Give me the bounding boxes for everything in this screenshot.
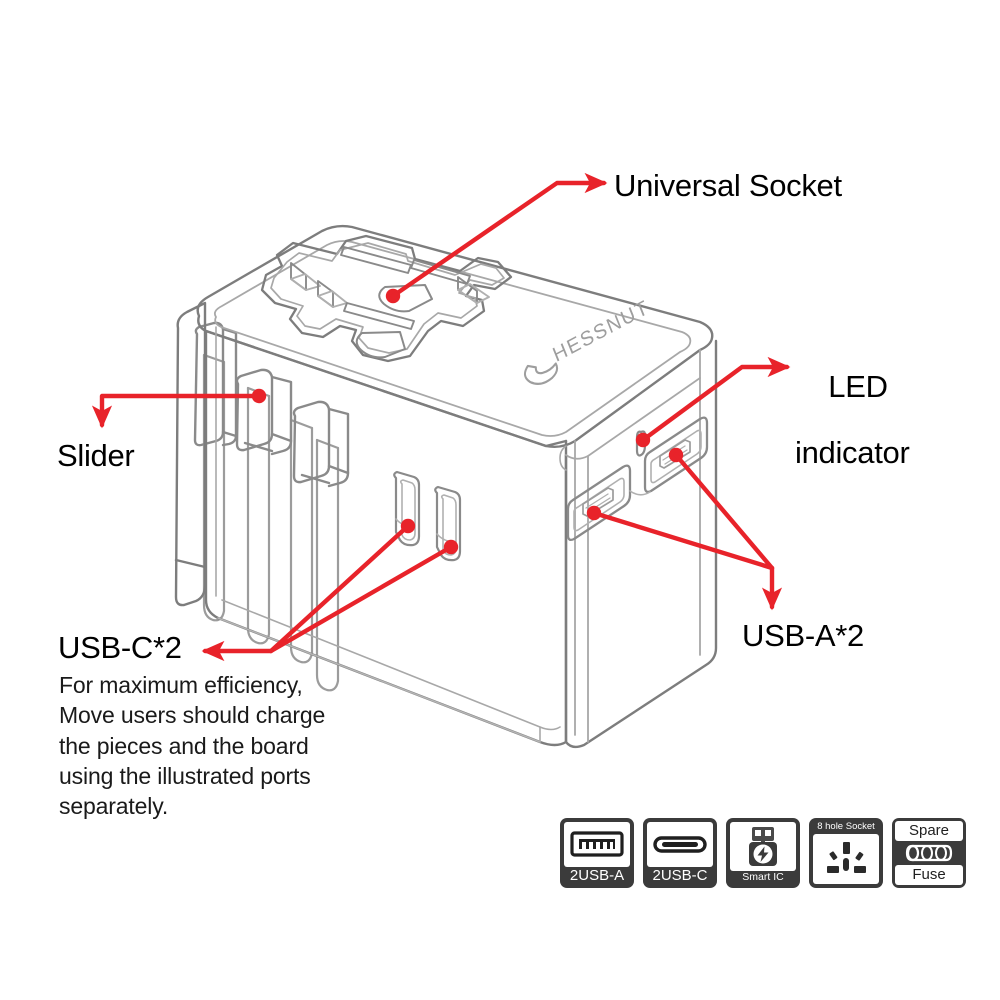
usb-a-ports [566, 416, 709, 542]
badge-spare-fuse-caption-bottom: Fuse [895, 865, 963, 885]
callout-label-led-line2: indicator [795, 434, 910, 470]
usage-note-line-4: using the illustrated ports [59, 763, 311, 790]
usage-note: For maximum efficiency, Move users shoul… [59, 670, 389, 822]
badge-2usb-a-caption: 2USB-A [569, 866, 625, 884]
universal-socket-holes-icon [827, 842, 866, 874]
callout-label-led-line1: LED [828, 368, 888, 404]
svg-text:HESSNUT: HESSNUT [550, 296, 653, 367]
callout-arrow-led-indicator [635, 356, 791, 448]
badge-smart-ic: Smart IC [726, 818, 800, 888]
callout-label-universal-socket: Universal Socket [614, 168, 842, 203]
usb-flash-lightning-icon [749, 826, 777, 866]
usage-note-line-3: the pieces and the board [59, 732, 309, 759]
callout-arrow-usb-c [201, 518, 459, 662]
badge-spare-fuse-panel [895, 841, 963, 865]
usb-a-port-icon [570, 831, 624, 857]
badge-2usb-c-caption: 2USB-C [652, 866, 708, 884]
badge-smart-ic-caption: Smart IC [742, 871, 784, 884]
callout-label-usb-a: USB-A*2 [742, 618, 864, 653]
badge-8-hole-socket-panel [813, 834, 879, 884]
badge-8-hole-socket-caption: 8 hole Socket [817, 821, 875, 832]
right-face [564, 339, 718, 749]
badge-2usb-a: 2USB-A [560, 818, 634, 888]
brand-logo: HESSNUT [524, 296, 653, 386]
universal-socket-opening [260, 234, 513, 363]
top-face [196, 224, 714, 449]
callout-label-led-indicator: LED indicator [795, 338, 910, 535]
callout-arrow-usb-a [586, 447, 783, 611]
callout-arrow-slider [91, 388, 267, 429]
feature-badge-row: 2USB-A 2USB-C [560, 818, 966, 888]
usb-c-ports [393, 470, 462, 562]
usage-note-line-2: Move users should charge [59, 702, 326, 729]
badge-8-hole-socket: 8 hole Socket [809, 818, 883, 888]
usage-note-line-5: separately. [59, 793, 169, 820]
badge-smart-ic-panel [730, 822, 796, 872]
usb-c-port-icon [653, 836, 707, 853]
callout-arrow-universal-socket [385, 172, 608, 304]
fuse-cylinder-icon [905, 844, 953, 862]
usage-note-line-1: For maximum efficiency, [59, 672, 303, 698]
badge-spare-fuse-caption-top: Spare [895, 821, 963, 841]
callout-label-slider: Slider [57, 438, 135, 473]
badge-spare-fuse: Spare Fuse [892, 818, 966, 888]
badge-2usb-c: 2USB-C [643, 818, 717, 888]
callout-arrows [91, 172, 791, 662]
adapter-body-outline: HESSNUT [174, 224, 718, 749]
badge-2usb-c-panel [647, 822, 713, 867]
slider-tabs [193, 321, 350, 488]
callout-label-usb-c: USB-C*2 [58, 630, 182, 665]
badge-2usb-a-panel [564, 822, 630, 867]
led-indicator-hole [635, 430, 647, 457]
